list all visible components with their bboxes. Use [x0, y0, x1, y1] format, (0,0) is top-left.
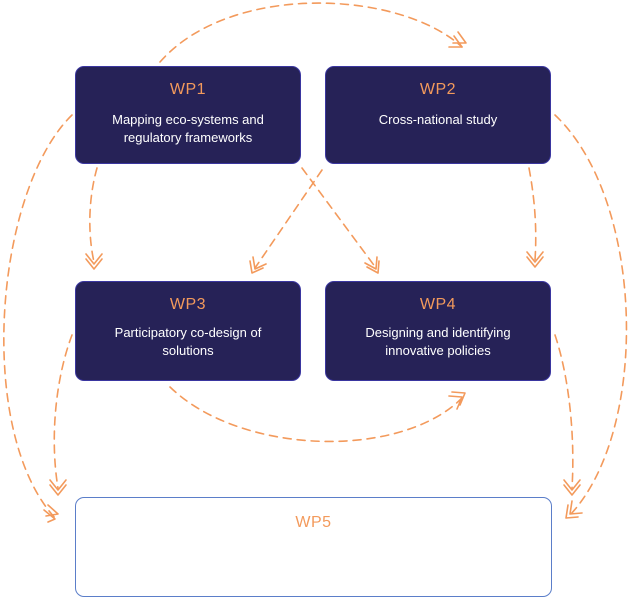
arrow-wp2-to-wp5: [554, 114, 628, 516]
arrow-wp1-to-wp3: [89, 167, 98, 263]
arrow-wp3-to-wp4: [169, 386, 463, 443]
wp2-title: WP2: [419, 81, 457, 98]
arrowhead-wp4-from-wp1: [364, 256, 380, 274]
arrow-wp3-to-wp5: [53, 334, 73, 489]
wp1-description: Mapping eco-systems and regulatory frame…: [112, 112, 264, 145]
arrowhead-wp3-from-wp2: [249, 256, 267, 274]
wp5-title: WP5: [295, 514, 332, 531]
arrowhead-wp5-outer-right: [565, 500, 583, 519]
arrow-wp2-to-wp3: [254, 169, 323, 269]
wp4-title: WP4: [419, 296, 457, 313]
wp1-box: WP1 Mapping eco-systems and regulatory f…: [75, 66, 301, 164]
arrow-wp1-to-wp5: [3, 114, 73, 519]
wp3-box: WP3 Participatory co-design of solutions: [75, 281, 301, 381]
wp4-box: WP4 Designing and identifying innovative…: [325, 281, 551, 381]
arrowhead-wp4-bottom: [448, 391, 466, 410]
wp2-description: Cross-national study: [378, 112, 498, 127]
wp3-description: Participatory co-design of solutions: [114, 325, 262, 358]
arrowhead-wp5-inner-left: [49, 479, 67, 496]
arrow-wp4-to-wp5: [554, 334, 574, 489]
wp5-box: WP5: [75, 497, 552, 597]
wp3-title: WP3: [169, 296, 207, 313]
wp2-box: WP2 Cross-national study: [325, 66, 551, 164]
arrowhead-wp2: [448, 31, 467, 48]
wp4-description: Designing and identifying innovative pol…: [365, 325, 511, 358]
arrowhead-wp5-inner-right: [563, 479, 581, 496]
arrow-wp1-to-wp2: [159, 2, 463, 63]
arrow-wp1-to-wp4: [301, 167, 377, 269]
wp1-title: WP1: [169, 81, 207, 98]
arrowhead-wp5-outer-left: [43, 504, 59, 523]
arrow-wp2-to-wp4: [528, 167, 537, 261]
arrowhead-wp4-right: [526, 251, 544, 268]
arrowhead-wp3-left: [85, 253, 103, 270]
